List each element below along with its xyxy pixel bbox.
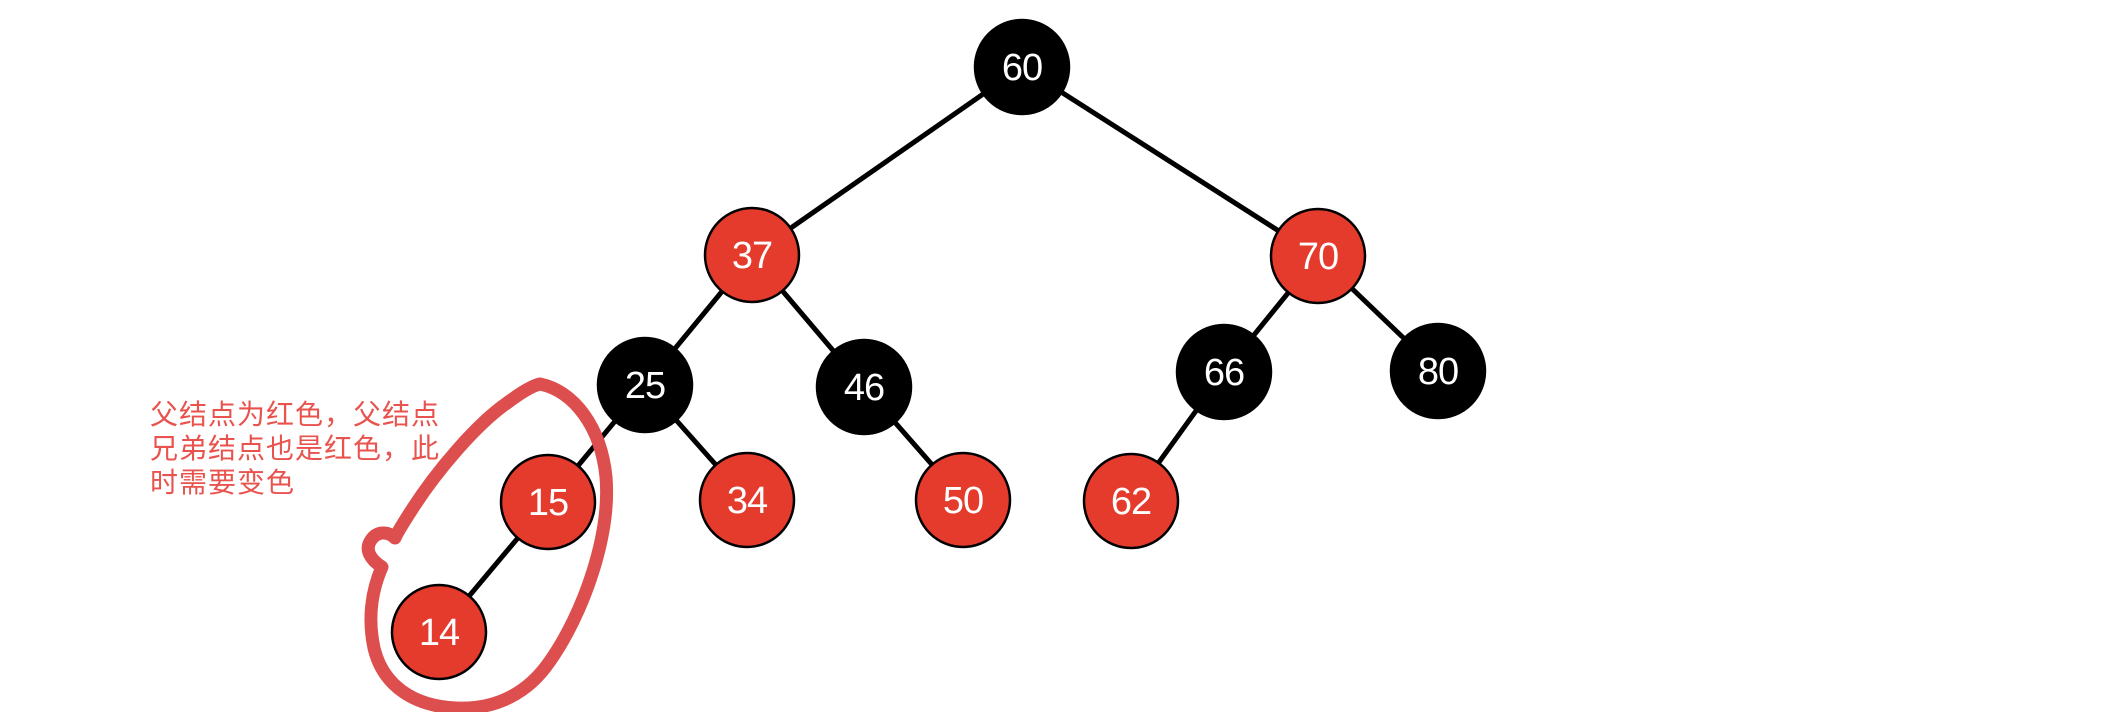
node-value-label: 80 — [1418, 351, 1458, 393]
red-node-circle — [1082, 452, 1180, 550]
node-value-label: 66 — [1204, 352, 1244, 394]
tree-node-14: 14 — [390, 583, 488, 681]
node-value-label: 14 — [419, 612, 460, 654]
node-value-label: 46 — [844, 367, 884, 409]
tree-node-80: 80 — [1389, 322, 1487, 420]
node-value-label: 15 — [528, 482, 568, 524]
tree-edge-60-37 — [749, 64, 1025, 258]
annotation-line: 父结点为红色，父结点 — [150, 399, 441, 430]
annotation-line: 时需要变色 — [150, 467, 296, 498]
tree-node-34: 34 — [698, 451, 796, 549]
black-node-circle — [815, 338, 913, 436]
red-node-circle — [390, 583, 488, 681]
tree-node-15: 15 — [499, 453, 597, 551]
node-value-label: 70 — [1298, 236, 1338, 278]
node-value-label: 37 — [732, 235, 772, 277]
tree-node-66: 66 — [1175, 323, 1273, 421]
black-node-circle — [1175, 323, 1273, 421]
red-node-circle — [1269, 207, 1367, 305]
node-value-label: 50 — [943, 480, 983, 522]
node-value-label: 34 — [727, 480, 768, 522]
tree-node-60: 60 — [973, 18, 1071, 116]
black-node-circle — [973, 18, 1071, 116]
tree-node-37: 37 — [703, 206, 801, 304]
black-node-circle — [1389, 322, 1487, 420]
annotation-text: 父结点为红色，父结点 兄弟结点也是红色，此 时需要变色 — [150, 398, 440, 500]
node-value-label: 25 — [625, 365, 665, 407]
tree-edge-60-70 — [1019, 64, 1321, 259]
annotation-line: 兄弟结点也是红色，此 — [150, 433, 441, 464]
tree-node-50: 50 — [914, 451, 1012, 549]
node-value-label: 60 — [1002, 47, 1042, 89]
tree-node-46: 46 — [815, 338, 913, 436]
node-value-label: 62 — [1111, 481, 1151, 523]
black-node-circle — [596, 336, 694, 434]
red-node-circle — [914, 451, 1012, 549]
hand-drawn-highlight-circle — [361, 377, 614, 712]
tree-node-25: 25 — [596, 336, 694, 434]
tree-node-70: 70 — [1269, 207, 1367, 305]
tree-node-62: 62 — [1082, 452, 1180, 550]
red-node-circle — [499, 453, 597, 551]
red-node-circle — [703, 206, 801, 304]
red-node-circle — [698, 451, 796, 549]
